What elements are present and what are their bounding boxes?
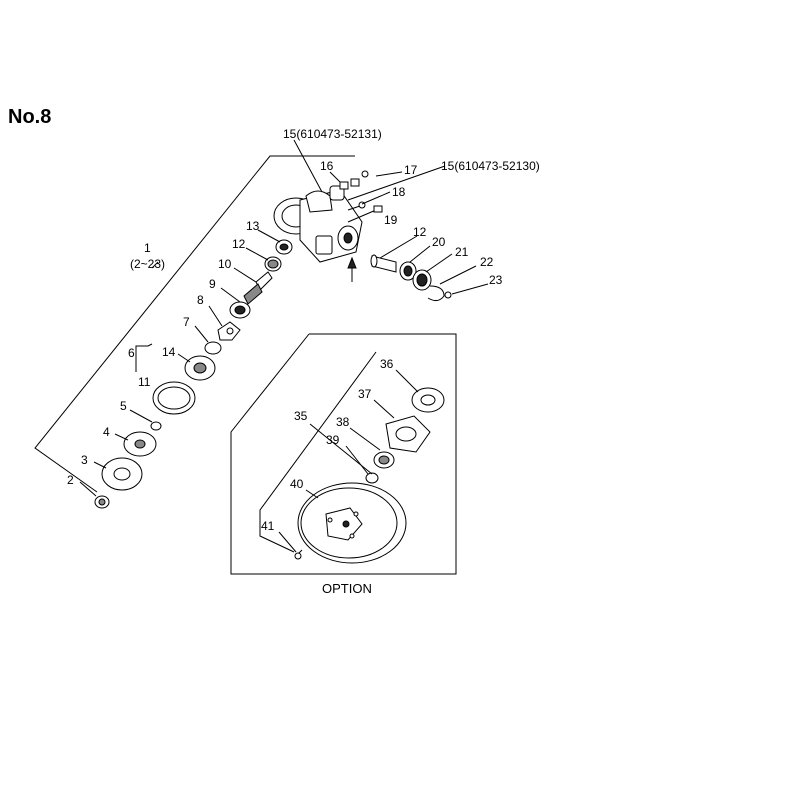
label-5: 5	[120, 399, 127, 413]
lower-holder-stack	[94, 321, 241, 509]
label-21: 21	[455, 245, 469, 259]
gear-case-housing	[273, 185, 363, 282]
label-36: 36	[380, 357, 394, 371]
page-title: No.8	[8, 106, 52, 128]
output-shaft-stack	[370, 254, 452, 302]
label-6: 6	[128, 346, 135, 360]
label-16: 16	[320, 159, 334, 173]
label-20: 20	[432, 235, 446, 249]
screws-16-17-18	[339, 170, 383, 223]
label-35: 35	[294, 409, 308, 423]
label-22: 22	[480, 255, 494, 269]
label-23: 23	[489, 273, 503, 287]
label-2: 2	[67, 473, 74, 487]
label-14: 14	[162, 345, 176, 359]
bracket-part-1	[34, 155, 355, 493]
label-1-range: (2~23)	[130, 257, 165, 271]
label-10: 10	[218, 257, 232, 271]
label-1: 1	[144, 241, 151, 255]
label-40: 40	[290, 477, 304, 491]
label-18: 18	[392, 185, 406, 199]
label-15b: 15(610473-52130)	[441, 159, 540, 173]
label-19: 19	[384, 213, 398, 227]
label-13: 13	[246, 219, 260, 233]
option-parts	[294, 387, 445, 564]
label-37: 37	[358, 387, 372, 401]
label-7: 7	[183, 315, 190, 329]
leader-lines-main	[79, 139, 489, 497]
label-38: 38	[336, 415, 350, 429]
label-41: 41	[261, 519, 275, 533]
label-4: 4	[103, 425, 110, 439]
label-11: 11	[138, 375, 151, 389]
leader-lines-option	[278, 369, 419, 553]
label-17: 17	[404, 163, 418, 177]
label-39: 39	[326, 433, 340, 447]
label-8: 8	[197, 293, 204, 307]
label-9: 9	[209, 277, 216, 291]
label-15a: 15(610473-52131)	[283, 127, 382, 141]
label-3: 3	[81, 453, 88, 467]
label-12a: 12	[232, 237, 246, 251]
option-label: OPTION	[322, 581, 372, 596]
input-shaft-stack	[229, 239, 293, 319]
label-12b: 12	[413, 225, 427, 239]
